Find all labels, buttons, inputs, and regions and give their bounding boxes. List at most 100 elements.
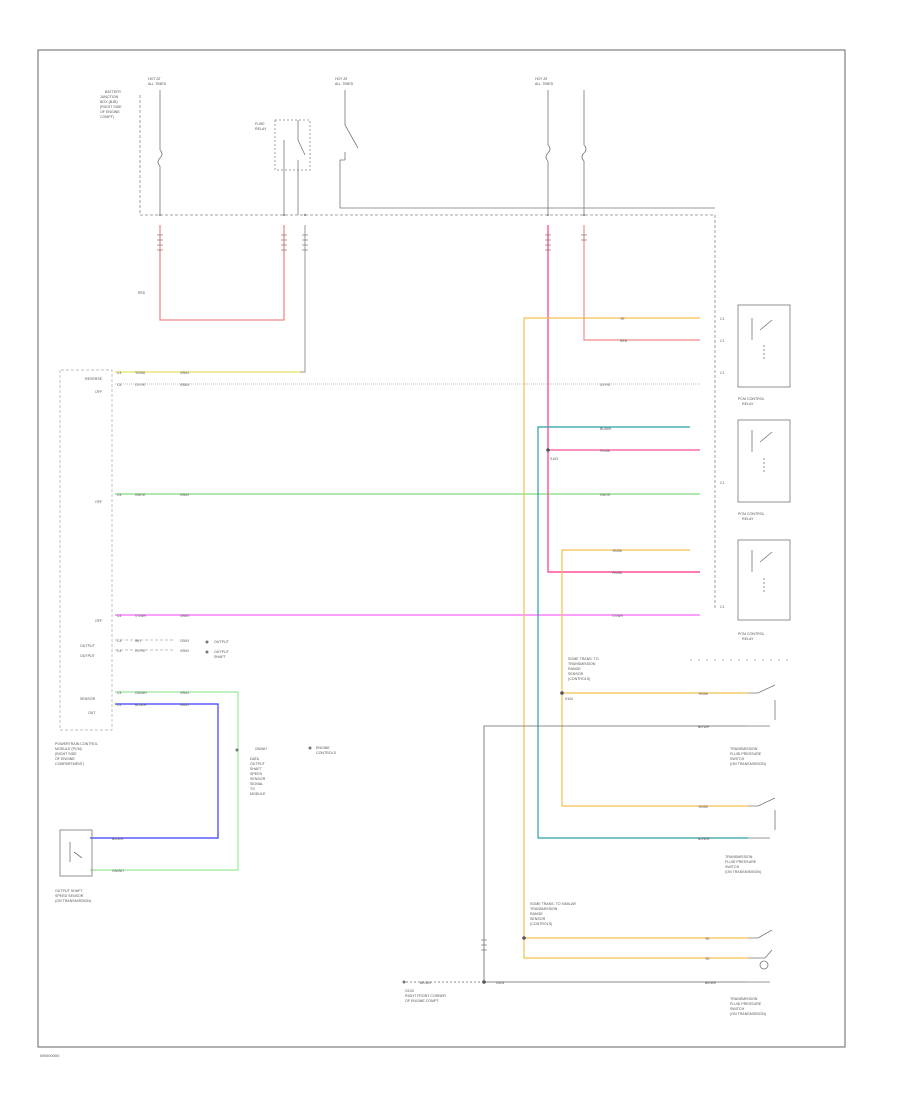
svg-text:HOT AT: HOT AT xyxy=(148,77,161,81)
svg-text:COMPT): COMPT) xyxy=(100,115,114,119)
svg-text:TO: TO xyxy=(250,787,255,791)
relay-contacts xyxy=(283,120,306,215)
svg-text:FLUID PRESSURE: FLUID PRESSURE xyxy=(730,1002,762,1006)
svg-text:SHAFT: SHAFT xyxy=(250,767,263,771)
svg-text:SOME TRANS. TO SIMILAR: SOME TRANS. TO SIMILAR xyxy=(530,902,576,906)
svg-text:SIGNAL: SIGNAL xyxy=(250,782,263,786)
svg-text:GRAY: GRAY xyxy=(180,649,190,653)
wire-red-loop xyxy=(159,225,285,321)
svg-text:C4: C4 xyxy=(117,639,121,643)
svg-text:C4: C4 xyxy=(117,383,121,387)
svg-text:FUSE: FUSE xyxy=(255,122,265,126)
relay-1 xyxy=(737,304,791,388)
svg-text:CONTROLS: CONTROLS xyxy=(316,751,337,755)
wire-gray-feed xyxy=(115,225,306,373)
svg-text:HOT AT: HOT AT xyxy=(535,77,548,81)
fuse-f3 xyxy=(581,90,587,215)
diagram-border xyxy=(37,49,846,1048)
relay-labels: PCM CONTROL RELAY PCM CONTROL RELAY PCM … xyxy=(738,397,765,641)
svg-text:TRANSMISSION: TRANSMISSION xyxy=(568,662,596,666)
svg-text:C4: C4 xyxy=(117,691,121,695)
svg-text:SPEED SENSOR: SPEED SENSOR xyxy=(55,894,84,898)
svg-text:SENSOR: SENSOR xyxy=(530,917,546,921)
svg-text:TRANSMISSION: TRANSMISSION xyxy=(730,997,758,1001)
svg-text:SHAFT: SHAFT xyxy=(214,655,227,659)
svg-text:SPEED: SPEED xyxy=(250,772,263,776)
svg-text:ENGINE: ENGINE xyxy=(316,746,330,750)
fuse-box-labels: HOT AT ALL TIMES BATTERY JUNCTION BOX (B… xyxy=(100,77,554,131)
svg-text:GRAY: GRAY xyxy=(180,691,190,695)
connector-markers xyxy=(157,234,587,951)
svg-text:MODULE: MODULE xyxy=(250,792,266,796)
svg-text:GY/YE: GY/YE xyxy=(600,383,611,387)
svg-text:C4: C4 xyxy=(117,614,121,618)
svg-text:(RIGHT SIDE: (RIGHT SIDE xyxy=(100,105,122,109)
svg-text:GN/WH: GN/WH xyxy=(112,869,124,873)
control-module-outline xyxy=(59,369,113,731)
svg-text:GRAY: GRAY xyxy=(180,493,190,497)
svg-text:FLUID PRESSURE: FLUID PRESSURE xyxy=(725,860,757,864)
svg-text:YE/BU: YE/BU xyxy=(135,371,146,375)
svg-text:(ON TRANSMISSION): (ON TRANSMISSION) xyxy=(730,1012,766,1016)
svg-text:C1: C1 xyxy=(720,339,724,343)
splice-dots xyxy=(482,448,564,984)
svg-text:S104: S104 xyxy=(565,697,573,701)
wire-pink xyxy=(547,225,700,573)
svg-text:YE: YE xyxy=(705,937,710,941)
svg-text:OUTPUT: OUTPUT xyxy=(250,762,266,766)
svg-text:RELAY: RELAY xyxy=(742,402,754,406)
speed-sensor-label: OUTPUT SHAFT SPEED SENSOR (ON TRANSMISSI… xyxy=(55,889,91,903)
svg-text:OUTPUT SHAFT: OUTPUT SHAFT xyxy=(55,889,83,893)
svg-text:PCM CONTROL: PCM CONTROL xyxy=(738,397,765,401)
fuse-relay-box xyxy=(139,95,716,608)
svg-text:OUTPUT: OUTPUT xyxy=(80,644,96,648)
svg-text:S103: S103 xyxy=(550,457,558,461)
svg-text:GY/YE: GY/YE xyxy=(135,383,146,387)
svg-text:(ON TRANSMISSION): (ON TRANSMISSION) xyxy=(725,870,761,874)
svg-text:MODULE (PCM): MODULE (PCM) xyxy=(55,747,82,751)
wire-color-labels-left: YE/BU GRAY GY/YE GRAY GN/YE GRAY VT/WH G… xyxy=(112,291,267,873)
svg-text:G103: G103 xyxy=(496,981,504,985)
svg-text:PK/BK: PK/BK xyxy=(600,449,611,453)
svg-text:SWITCH: SWITCH xyxy=(725,865,740,869)
svg-text:BU/WH: BU/WH xyxy=(600,427,612,431)
svg-text:YE/BK: YE/BK xyxy=(612,549,623,553)
ignition-switch xyxy=(339,90,715,209)
svg-text:OF ENGINE: OF ENGINE xyxy=(55,757,75,761)
svg-text:SWITCH: SWITCH xyxy=(730,1007,745,1011)
svg-text:OFF: OFF xyxy=(95,390,103,394)
svg-text:OF ENGINE COMPT: OF ENGINE COMPT xyxy=(405,999,440,1003)
svg-text:JUNCTION: JUNCTION xyxy=(100,95,119,99)
svg-text:REVERSE: REVERSE xyxy=(85,377,103,381)
wire-lightgreen-sensor xyxy=(90,691,239,871)
svg-text:GN/WH: GN/WH xyxy=(135,691,147,695)
fuse-f1 xyxy=(157,90,163,215)
svg-text:OFF: OFF xyxy=(95,500,103,504)
svg-text:(ON TRANSMISSION): (ON TRANSMISSION) xyxy=(730,762,766,766)
svg-text:OUTPUT: OUTPUT xyxy=(214,650,230,654)
svg-text:GRAY: GRAY xyxy=(180,703,190,707)
svg-text:RANGE: RANGE xyxy=(530,912,543,916)
svg-text:C1: C1 xyxy=(720,371,724,375)
svg-text:C1: C1 xyxy=(720,605,724,609)
svg-text:C1: C1 xyxy=(720,481,724,485)
svg-text:RELAY: RELAY xyxy=(255,127,267,131)
module-labels: POWERTRAIN CONTROL MODULE (PCM) (RIGHT S… xyxy=(55,377,103,766)
svg-text:C4: C4 xyxy=(117,649,121,653)
svg-text:GRAY: GRAY xyxy=(180,383,190,387)
svg-text:GN/YE: GN/YE xyxy=(600,493,611,497)
svg-text:POWERTRAIN CONTROL: POWERTRAIN CONTROL xyxy=(55,742,98,746)
svg-text:GN/WH: GN/WH xyxy=(255,747,267,751)
svg-text:GRAY: GRAY xyxy=(180,371,190,375)
svg-text:C4: C4 xyxy=(117,703,121,707)
svg-text:(CONTROLS): (CONTROLS) xyxy=(530,922,552,926)
svg-text:BK/WH: BK/WH xyxy=(705,981,717,985)
svg-text:SENSOR: SENSOR xyxy=(568,672,584,676)
svg-text:GRAY: GRAY xyxy=(180,639,190,643)
svg-text:(CONTROLS): (CONTROLS) xyxy=(568,677,590,681)
svg-text:BK/WH: BK/WH xyxy=(420,981,432,985)
svg-text:RANGE: RANGE xyxy=(568,667,581,671)
svg-text:ALL TIMES: ALL TIMES xyxy=(148,82,167,86)
notes-right: SOME TRANS. TO TRANSMISSION RANGE SENSOR… xyxy=(402,657,599,1003)
notes: OUTPUT OUTPUT SHAFT ENGINE CONTROLS DATA… xyxy=(205,640,337,796)
